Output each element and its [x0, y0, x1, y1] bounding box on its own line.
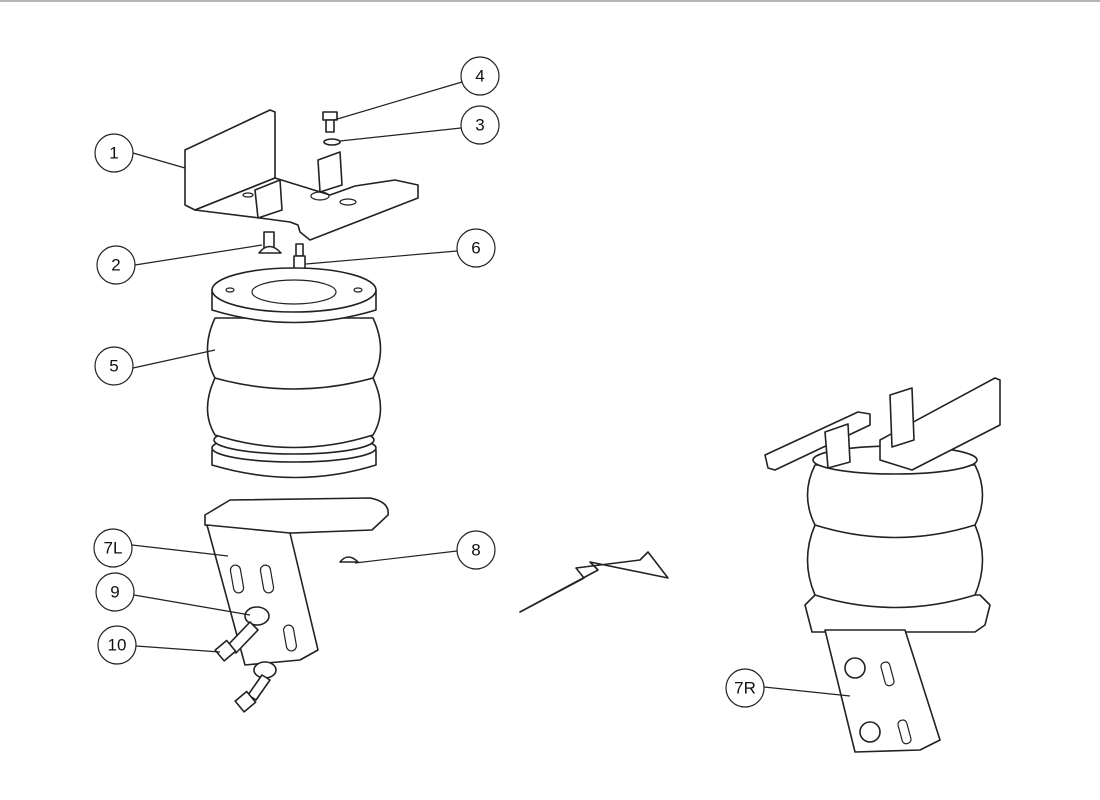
svg-text:9: 9: [110, 583, 119, 602]
bolt-4: [322, 111, 338, 133]
callout-8: 8: [354, 530, 496, 570]
air-spring: [206, 267, 382, 479]
assembly-arrow: [519, 551, 669, 613]
callout-1: 1: [94, 133, 186, 173]
callout-7r: 7R: [725, 668, 851, 708]
screw-8: [339, 556, 359, 563]
callout-5: 5: [94, 346, 216, 386]
svg-text:5: 5: [109, 357, 118, 376]
svg-text:1: 1: [109, 144, 118, 163]
svg-text:8: 8: [471, 541, 480, 560]
svg-text:7R: 7R: [734, 679, 756, 698]
callout-2: 2: [96, 244, 263, 285]
lower-bracket-left: [204, 497, 389, 666]
washer: [253, 661, 277, 679]
callout-3: 3: [339, 105, 500, 145]
bolt-10: [214, 621, 259, 662]
svg-text:3: 3: [475, 116, 484, 135]
upper-bracket: [184, 109, 419, 241]
svg-text:7L: 7L: [104, 539, 123, 558]
bolt: [234, 674, 271, 713]
screw-2: [258, 231, 282, 254]
svg-text:2: 2: [111, 256, 120, 275]
washer-3: [323, 138, 341, 146]
svg-text:6: 6: [471, 239, 480, 258]
washer-9: [244, 606, 270, 626]
svg-text:10: 10: [108, 636, 127, 655]
callout-9: 9: [95, 572, 251, 616]
top-border: [0, 0, 1100, 2]
callout-4: 4: [333, 56, 500, 121]
callout-10: 10: [97, 625, 221, 665]
assembled-unit: [764, 377, 1001, 753]
fitting-6: [293, 243, 306, 271]
callout-6: 6: [305, 228, 496, 268]
callout-7l: 7L: [93, 528, 229, 568]
svg-text:4: 4: [475, 67, 484, 86]
